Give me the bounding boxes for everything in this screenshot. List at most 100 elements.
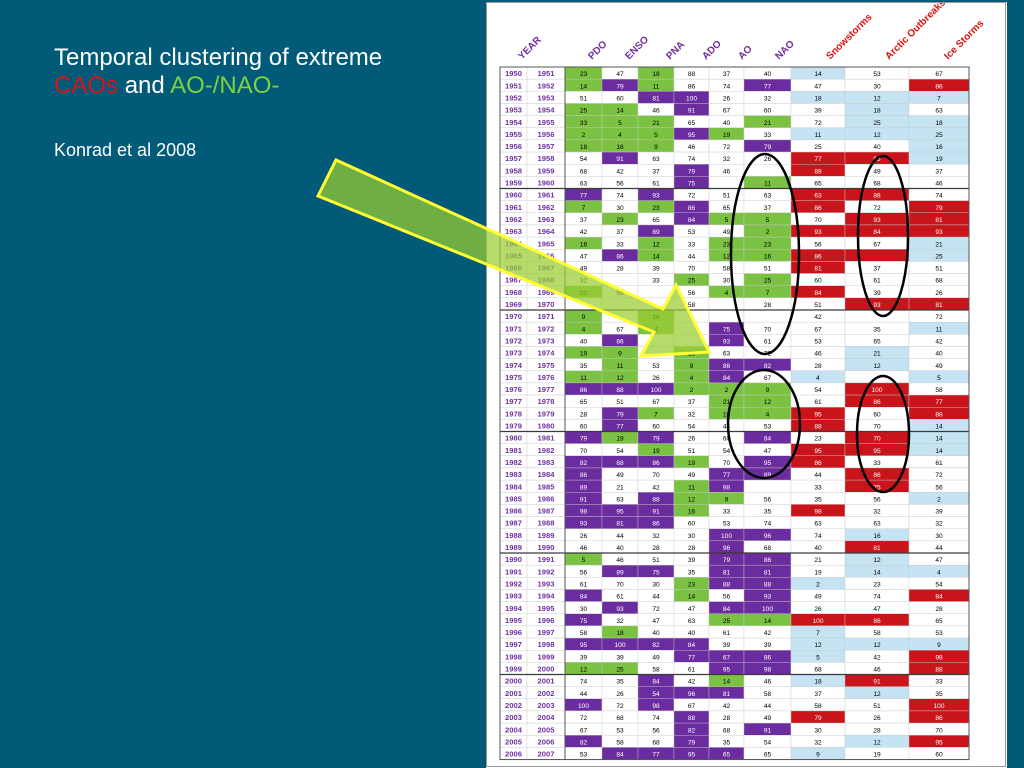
year-cell-text: 1974 xyxy=(538,349,556,358)
rank-value: 32 xyxy=(580,278,588,285)
rank-value: 2 xyxy=(725,387,729,394)
rank-value: 33 xyxy=(935,679,943,686)
year-cell-text: 2004 xyxy=(505,725,523,734)
rank-value: 72 xyxy=(935,472,943,479)
year-cell-text: 1974 xyxy=(505,361,523,370)
rank-value: 42 xyxy=(764,630,772,637)
rank-value: 58 xyxy=(688,302,696,309)
rank-value: 46 xyxy=(688,144,696,151)
table-cell xyxy=(708,309,745,323)
year-cell-text: 1975 xyxy=(538,361,556,370)
rank-value: 49 xyxy=(580,266,588,273)
rank-value: 86 xyxy=(723,363,731,370)
rank-value: 61 xyxy=(688,667,696,674)
rank-value: 65 xyxy=(723,205,731,212)
rank-value: 56 xyxy=(873,496,881,503)
rank-value: 79 xyxy=(814,715,822,722)
rank-value: 40 xyxy=(814,545,822,552)
rank-value: 37 xyxy=(873,266,881,273)
year-cell-text: 1973 xyxy=(538,336,555,345)
rank-value: 26 xyxy=(580,533,588,540)
year-cell-text: 1959 xyxy=(538,166,555,175)
rank-value: 74 xyxy=(814,533,822,540)
rank-value: 18 xyxy=(580,144,588,151)
year-cell-text: 1953 xyxy=(538,93,555,102)
rank-value: 9 xyxy=(618,351,622,358)
table-cell xyxy=(844,249,910,262)
rank-value: 5 xyxy=(766,217,770,224)
year-cell-text: 2002 xyxy=(538,689,555,698)
year-cell-text: 1983 xyxy=(505,470,522,479)
rank-value: 37 xyxy=(616,229,624,236)
table-cell xyxy=(564,297,603,311)
rank-value: 16 xyxy=(935,144,943,151)
rank-value: 68 xyxy=(873,181,881,188)
rank-value: 23 xyxy=(688,581,696,588)
table-cell xyxy=(637,297,675,311)
rank-value: 63 xyxy=(935,108,943,115)
rank-value: 53 xyxy=(580,752,588,759)
rank-value: 19 xyxy=(935,156,943,163)
rank-value: 98 xyxy=(723,484,731,491)
rank-value: 21 xyxy=(580,290,588,297)
rank-value: 39 xyxy=(814,108,822,115)
rank-value: 39 xyxy=(652,266,660,273)
rank-value: 63 xyxy=(580,181,588,188)
year-cell-text: 1984 xyxy=(538,470,556,479)
table-cell xyxy=(708,176,745,189)
rank-value: 93 xyxy=(814,229,822,236)
rank-value: 12 xyxy=(616,375,624,382)
rank-value: 47 xyxy=(688,606,696,613)
rank-value: 44 xyxy=(935,545,943,552)
rank-value: 70 xyxy=(873,424,881,431)
rank-value: 96 xyxy=(723,545,731,552)
rank-value: 49 xyxy=(688,472,696,479)
rank-value: 16 xyxy=(764,253,772,260)
rank-value: 33 xyxy=(580,120,588,127)
rank-value: 35 xyxy=(616,679,624,686)
table-cell xyxy=(743,163,792,177)
rank-value: 14 xyxy=(935,424,943,431)
rank-value: 5 xyxy=(816,654,820,661)
rank-value: 89 xyxy=(652,229,660,236)
rank-value: 49 xyxy=(764,715,772,722)
rank-value: 86 xyxy=(652,460,660,467)
rank-value: 67 xyxy=(616,326,624,333)
year-cell-text: 2001 xyxy=(538,677,556,686)
rank-value: 100 xyxy=(812,618,823,625)
rank-value: 68 xyxy=(652,739,660,746)
rank-value: 65 xyxy=(814,181,822,188)
rank-value: 58 xyxy=(764,691,772,698)
rank-value: 30 xyxy=(935,533,943,540)
rank-value: 32 xyxy=(873,509,881,516)
rank-value: 86 xyxy=(764,557,772,564)
rank-value: 70 xyxy=(688,266,696,273)
year-cell-text: 1957 xyxy=(538,142,555,151)
rank-value: 79 xyxy=(652,436,660,443)
rank-value: 70 xyxy=(652,472,660,479)
year-cell-text: 1965 xyxy=(505,251,523,260)
rank-value: 25 xyxy=(935,253,943,260)
rank-value: 82 xyxy=(580,460,588,467)
rank-value: 12 xyxy=(873,132,881,139)
rank-value: 84 xyxy=(935,594,943,601)
year-cell-text: 1991 xyxy=(538,555,556,564)
rank-value: 18 xyxy=(873,108,881,115)
rank-value: 18 xyxy=(814,679,822,686)
rank-value: 26 xyxy=(935,290,943,297)
rank-value: 26 xyxy=(814,606,822,613)
rank-value: 12 xyxy=(873,557,881,564)
year-cell-text: 1980 xyxy=(505,434,522,443)
rank-value: 11 xyxy=(764,181,771,188)
year-cell-text: 1963 xyxy=(505,227,522,236)
rank-value: 5 xyxy=(582,557,586,564)
rank-value: 30 xyxy=(873,83,881,90)
rank-value: 28 xyxy=(723,715,731,722)
rank-value: 28 xyxy=(616,266,624,273)
rank-value: 60 xyxy=(580,424,588,431)
year-cell-text: 1971 xyxy=(538,312,556,321)
year-cell-text: 1997 xyxy=(538,628,555,637)
rank-value: 65 xyxy=(652,217,660,224)
rank-value: 12 xyxy=(688,496,696,503)
